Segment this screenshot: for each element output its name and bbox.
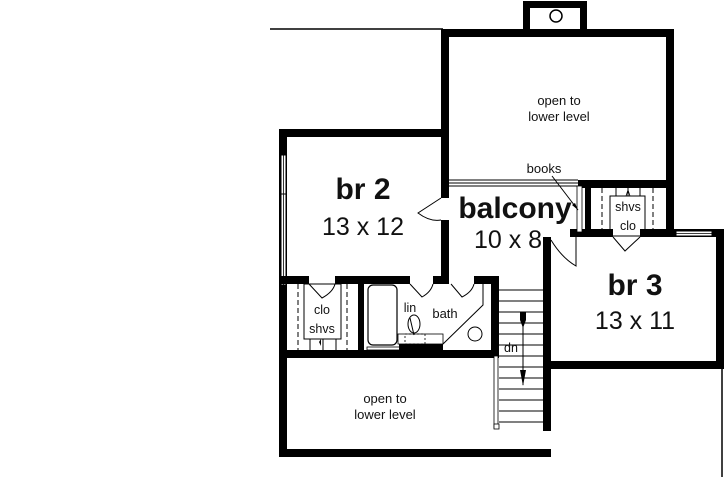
chimney [523,1,587,31]
stair-railing [493,355,499,429]
open-lower-label-line1: open to [363,391,406,406]
br3-closet-label-line1: shvs [615,200,641,214]
shower-drain-icon [467,326,483,342]
upper-open-area-walls [441,29,674,234]
sink-icon [404,333,426,345]
linen-door [450,283,475,298]
br2-walls [279,129,449,456]
balcony-dims: 10 x 8 [474,226,542,254]
br2-closet [297,283,348,350]
open-upper-label-line2: lower level [528,109,590,124]
br2-name: br 2 [335,173,390,206]
bath-fixtures [366,283,484,351]
shower-wall [442,284,484,345]
br2-window [280,154,287,286]
br3-closet-label-line2: clo [620,219,636,233]
staircase[interactable] [493,263,551,431]
linen-label: lin [404,301,417,315]
balcony-name: balcony [458,192,572,225]
br2-dims: 13 x 12 [322,213,404,241]
bathtub-icon [367,284,398,346]
br3-closet-door [612,236,641,252]
stairs-down-label: dn [504,341,518,355]
br3-name: br 3 [607,269,662,302]
vent-icon [549,9,563,23]
br2-closet-label-line2: shvs [309,322,335,336]
br2-closet-label-line1: clo [314,303,330,317]
books-shelf [551,175,583,233]
br3-door [550,236,577,267]
toilet-icon [407,314,421,334]
open-upper-label-line1: open to [537,93,580,108]
mid-walls [279,276,499,358]
open-lower-label-line2: lower level [354,407,416,422]
br2-door [417,197,442,221]
books-label: books [527,161,562,176]
bath-door [409,283,434,298]
bath-label: bath [432,306,457,321]
lower-open-area-walls [279,449,551,457]
br3-window [675,230,713,237]
br3-dims: 13 x 11 [595,307,675,335]
balcony-rail [449,179,578,187]
